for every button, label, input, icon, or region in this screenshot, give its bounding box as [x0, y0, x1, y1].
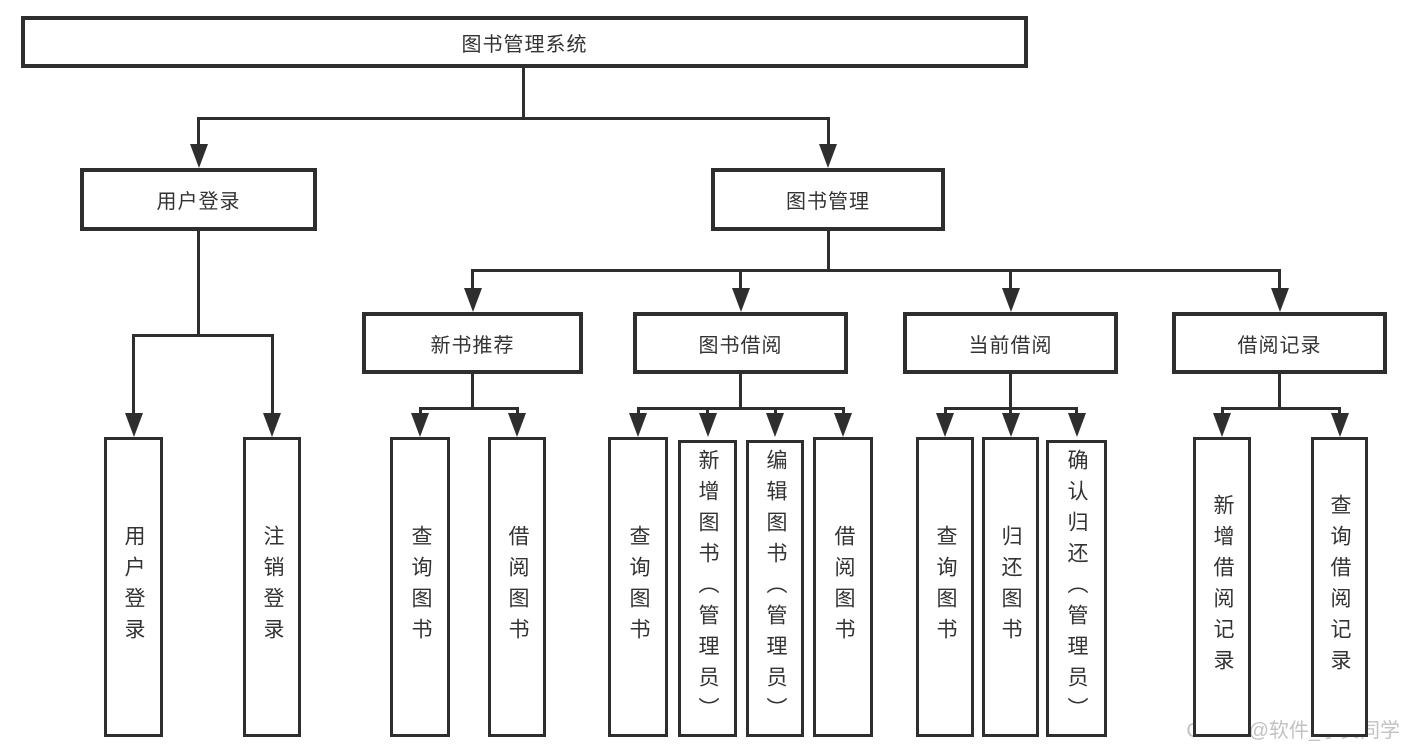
arrowhead-down-icon [766, 413, 784, 437]
node-label: 查询图书 [627, 525, 650, 649]
node-book-mgmt: 图书管理 [711, 168, 945, 231]
arrowhead-down-icon [463, 288, 482, 312]
node-new-book-rec: 新书推荐 [362, 312, 583, 374]
connector-line [270, 335, 274, 419]
node-label: 编辑图书（管理员） [764, 449, 787, 728]
connector-line [1278, 270, 1281, 294]
node-label: 图书借阅 [698, 334, 783, 357]
connector-line [739, 374, 742, 410]
connector-line [132, 335, 135, 419]
node-label: 用户登录 [156, 191, 241, 213]
node-label: 查询图书 [934, 525, 957, 649]
node-book-borrow: 图书借阅 [633, 312, 848, 374]
node-root: 图书管理系统 [21, 16, 1028, 68]
arrowhead-down-icon [1270, 288, 1289, 312]
connector-line [197, 116, 830, 120]
node-label: 图书管理系统 [461, 33, 588, 56]
node-label: 借阅记录 [1237, 334, 1322, 357]
node-leaf-user-login: 用户登录 [104, 437, 163, 737]
node-br-search: 查询借阅记录 [1311, 437, 1368, 737]
node-cb-return: 归还图书 [982, 437, 1039, 737]
node-current-borrow: 当前借阅 [903, 312, 1118, 374]
arrowhead-down-icon [731, 288, 750, 312]
connector-line [197, 118, 200, 150]
node-cb-confirm: 确认归还（管理员） [1046, 440, 1107, 737]
connector-line [418, 406, 519, 410]
node-bb-add: 新增图书（管理员） [678, 440, 737, 737]
node-label: 归还图书 [999, 525, 1022, 649]
connector-line [197, 231, 200, 337]
arrowhead-down-icon [1001, 413, 1020, 437]
connector-line [1009, 374, 1012, 410]
node-label: 新书推荐 [430, 334, 515, 357]
connector-line [1278, 374, 1281, 410]
node-bb-borrow: 借阅图书 [813, 437, 873, 737]
connector-line [521, 68, 525, 118]
node-bb-search: 查询图书 [608, 437, 668, 737]
node-rec-borrow: 借阅图书 [488, 437, 546, 737]
arrowhead-down-icon [1213, 413, 1231, 437]
connector-line [471, 374, 474, 410]
arrowhead-down-icon [629, 413, 647, 437]
node-label: 注销登录 [261, 525, 284, 649]
arrowhead-down-icon [508, 413, 526, 437]
connector-line [739, 270, 742, 294]
node-label: 新增借阅记录 [1211, 494, 1234, 680]
arrowhead-down-icon [1067, 413, 1086, 437]
arrowhead-down-icon [411, 413, 429, 437]
node-user-login: 用户登录 [80, 168, 317, 231]
node-label: 当前借阅 [968, 334, 1053, 357]
node-label: 新增图书（管理员） [696, 449, 719, 728]
node-bb-edit: 编辑图书（管理员） [746, 440, 804, 737]
connector-line [826, 231, 830, 272]
connector-line [636, 406, 845, 410]
node-label: 用户登录 [122, 525, 145, 649]
connector-line [471, 268, 1281, 272]
arrowhead-down-icon [263, 413, 281, 437]
arrowhead-down-icon [698, 413, 717, 437]
node-leaf-logout: 注销登录 [243, 437, 301, 737]
arrowhead-down-icon [189, 144, 208, 168]
node-label: 借阅图书 [832, 525, 855, 649]
node-label: 借阅图书 [506, 525, 529, 649]
node-label: 图书管理 [786, 191, 870, 213]
arrowhead-down-icon [1001, 288, 1020, 312]
arrowhead-down-icon [1330, 413, 1349, 437]
node-rec-search: 查询图书 [390, 437, 450, 737]
node-br-add: 新增借阅记录 [1193, 437, 1251, 737]
node-label: 确认归还（管理员） [1065, 449, 1088, 728]
arrowhead-down-icon [124, 413, 143, 437]
arrowhead-down-icon [834, 413, 852, 437]
node-borrow-records: 借阅记录 [1172, 312, 1387, 374]
connector-line [1220, 406, 1341, 410]
connector-line [1009, 270, 1012, 294]
node-label: 查询借阅记录 [1328, 494, 1351, 680]
connector-line [471, 270, 474, 294]
connector-line [132, 333, 274, 337]
arrowhead-down-icon [936, 413, 954, 437]
node-cb-search: 查询图书 [916, 437, 974, 737]
arrowhead-down-icon [819, 144, 837, 168]
connector-line [826, 118, 830, 150]
node-label: 查询图书 [409, 525, 432, 649]
